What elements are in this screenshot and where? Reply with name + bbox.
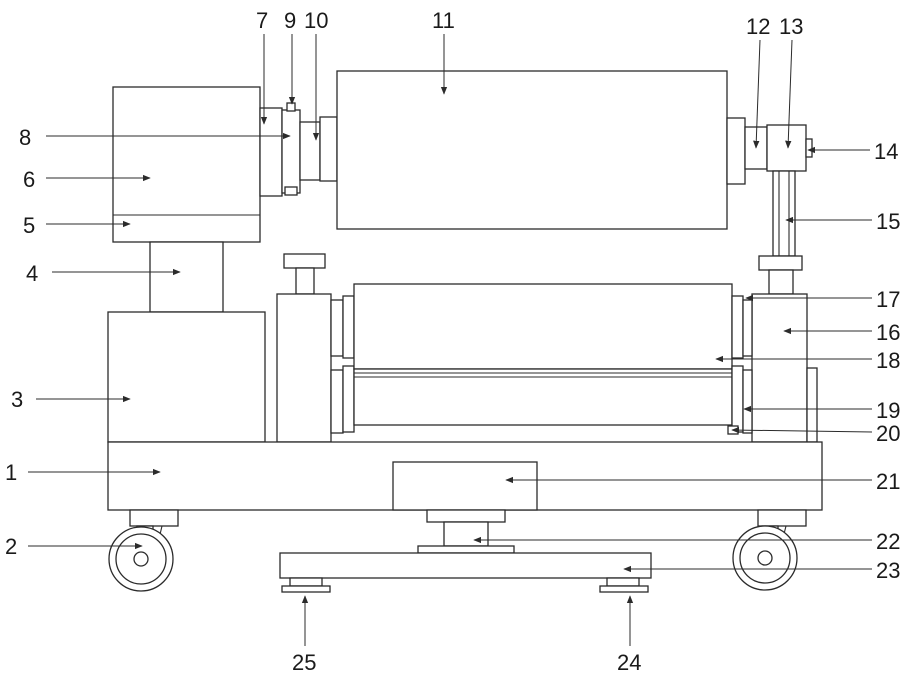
label-11: 11 xyxy=(432,8,455,33)
label-9: 9 xyxy=(284,8,296,33)
lower-roller xyxy=(354,369,732,425)
label-25: 25 xyxy=(292,650,316,675)
label-13: 13 xyxy=(779,14,803,39)
right-caster xyxy=(733,510,806,590)
label-1: 1 xyxy=(5,460,17,485)
label-10: 10 xyxy=(304,8,328,33)
label-14: 14 xyxy=(874,139,898,164)
label-24: 24 xyxy=(617,650,641,675)
label-3: 3 xyxy=(11,387,23,412)
right-vertical-rod xyxy=(773,171,795,256)
label-8: 8 xyxy=(19,125,31,150)
motor-box xyxy=(113,87,260,242)
bottom-frame xyxy=(280,553,651,578)
label-15: 15 xyxy=(876,209,900,234)
lower-housing xyxy=(108,312,265,442)
label-12: 12 xyxy=(746,14,770,39)
left-coupling xyxy=(260,103,337,196)
base-box xyxy=(393,462,537,510)
foot-left xyxy=(282,578,330,592)
lift-column xyxy=(418,510,514,553)
upper-drum xyxy=(337,71,727,229)
label-4: 4 xyxy=(26,261,38,286)
label-6: 6 xyxy=(23,167,35,192)
label-18: 18 xyxy=(876,348,900,373)
label-17: 17 xyxy=(876,287,900,312)
label-22: 22 xyxy=(876,529,900,554)
label-19: 19 xyxy=(876,398,900,423)
left-frame-post xyxy=(277,254,354,442)
label-20: 20 xyxy=(876,421,900,446)
support-column xyxy=(150,242,223,312)
foot-right xyxy=(600,578,648,592)
right-coupling xyxy=(727,118,812,184)
left-caster xyxy=(109,510,178,591)
label-2: 2 xyxy=(5,534,17,559)
upper-roller xyxy=(354,284,732,369)
label-7: 7 xyxy=(256,8,268,33)
label-23: 23 xyxy=(876,558,900,583)
label-16: 16 xyxy=(876,320,900,345)
right-frame-post xyxy=(728,256,817,442)
label-21: 21 xyxy=(876,469,900,494)
label-5: 5 xyxy=(23,213,35,238)
